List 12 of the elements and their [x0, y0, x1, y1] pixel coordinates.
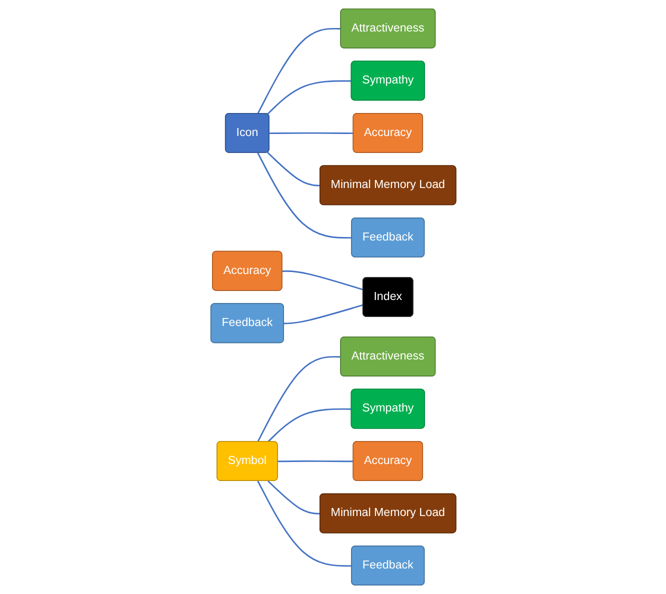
connector — [284, 304, 364, 324]
connector — [267, 408, 352, 442]
connector — [256, 28, 341, 114]
connector — [256, 152, 352, 239]
connector — [269, 132, 354, 134]
connector — [256, 356, 341, 442]
connector — [256, 480, 352, 567]
connector — [266, 80, 352, 115]
connector — [282, 270, 364, 290]
connector — [267, 480, 320, 514]
connector — [266, 152, 320, 186]
connector — [277, 460, 354, 462]
